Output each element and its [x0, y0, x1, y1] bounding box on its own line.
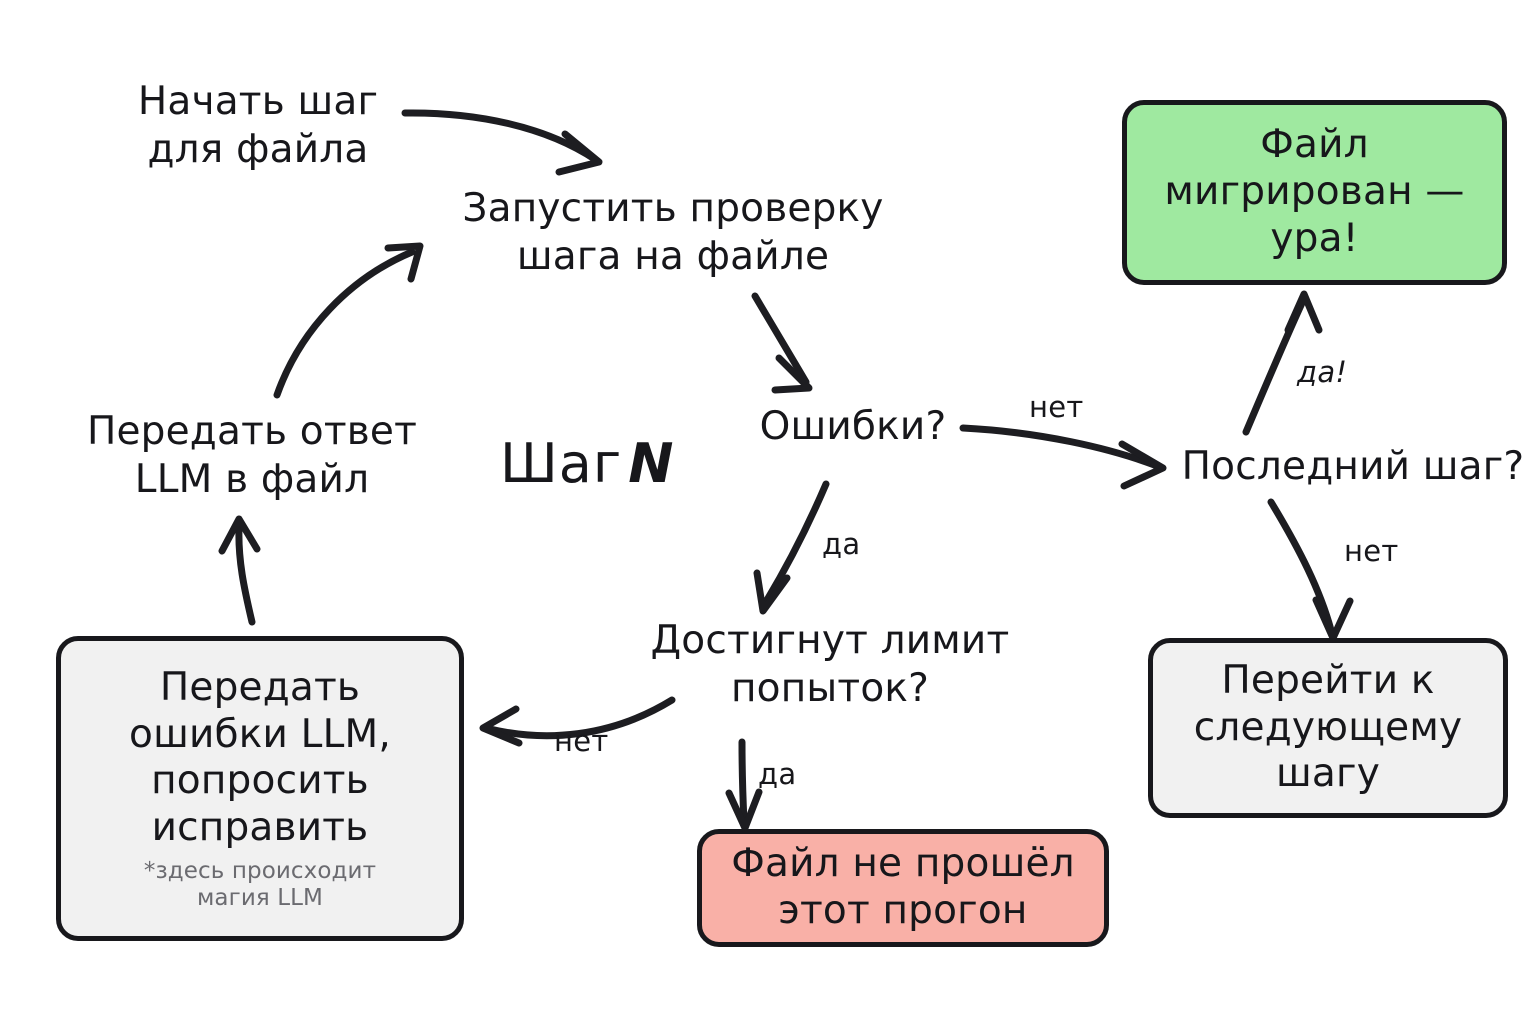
box-next-step: Перейти к следующему шагу [1148, 638, 1508, 818]
node-last-step-question: Последний шаг? [1181, 444, 1525, 489]
arrow-last-step-no-to-next-step [1267, 498, 1354, 642]
node-errors-question: Ошибки? [759, 404, 947, 449]
node-start: Начать шаг для файла [137, 79, 379, 172]
box-send-errors-label: Передать ошибки LLM, попросить исправить [129, 664, 391, 851]
edge-label-errors-no: нет [1029, 390, 1084, 424]
arrow-run-check-to-errors [751, 292, 813, 394]
node-run-check: Запустить проверку шага на файле [462, 186, 884, 279]
arrow-errors-yes-to-retry-limit [753, 480, 830, 615]
box-next-step-label: Перейти к следующему шагу [1193, 657, 1463, 797]
edge-label-retry-limit-yes: да [758, 757, 797, 791]
box-file-failed: Файл не прошёл этот прогон [697, 829, 1109, 947]
box-file-migrated-label: Файл мигрирован — ура! [1164, 122, 1465, 261]
box-send-errors: Передать ошибки LLM, попросить исправить… [56, 636, 464, 941]
edge-label-last-step-no: нет [1344, 534, 1399, 568]
step-caption-label: Шаг [500, 432, 623, 495]
edge-label-last-step-yes: да! [1297, 355, 1348, 389]
box-file-migrated: Файл мигрирован — ура! [1122, 100, 1507, 285]
step-caption-variable: N [628, 432, 675, 495]
arrow-pass-answer-to-run-check [273, 242, 424, 399]
box-file-failed-label: Файл не прошёл этот прогон [731, 841, 1075, 933]
edge-label-errors-yes: да [822, 527, 861, 561]
node-retry-limit-question: Достигнут лимит попыток? [650, 618, 1010, 711]
edge-label-retry-limit-no: нет [554, 724, 609, 758]
box-send-errors-note: *здесь происходит магия LLM [143, 857, 377, 912]
arrow-retry-limit-yes-to-file-failed [725, 738, 763, 832]
arrow-errors-no-to-last-step [959, 424, 1167, 490]
arrow-send-errors-to-pass-answer [218, 515, 261, 626]
arrow-start-to-run-check [401, 109, 603, 176]
node-pass-answer-back: Передать ответ LLM в файл [86, 409, 418, 502]
